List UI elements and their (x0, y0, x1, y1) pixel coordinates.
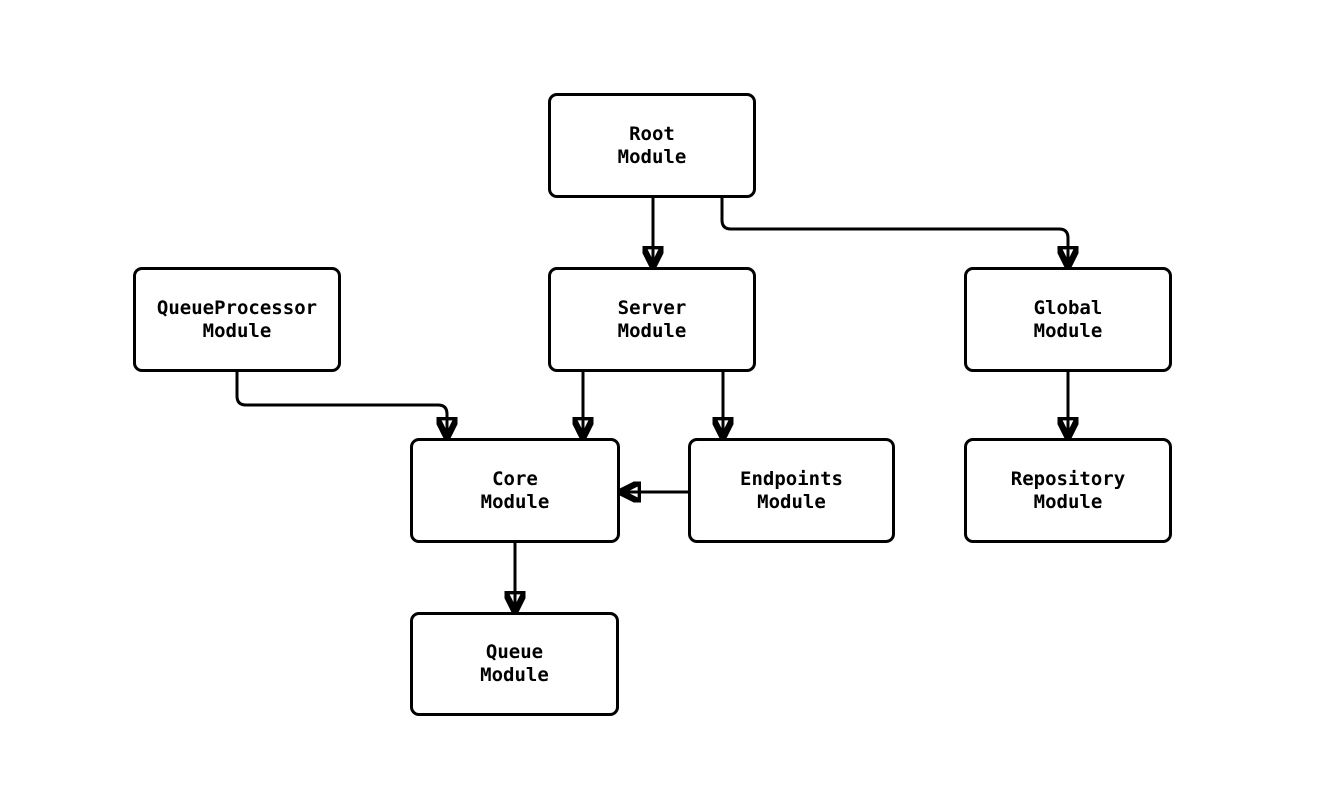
node-root-module: Root Module (548, 93, 756, 198)
node-endpoints-module: Endpoints Module (688, 438, 895, 543)
node-server-module-label: Server Module (617, 296, 687, 342)
edge-root-to-global (720, 198, 1068, 263)
node-root-module-label: Root Module (617, 122, 687, 168)
node-core-module-label: Core Module (480, 467, 550, 513)
node-queue-module-label: Queue Module (480, 641, 549, 686)
node-global-module: Global Module (964, 267, 1172, 372)
node-core-module: Core Module (410, 438, 620, 543)
node-repository-module: Repository Module (964, 438, 1172, 543)
node-repository-module-label: Repository Module (1010, 467, 1126, 513)
node-queue-module: Queue Module (410, 612, 619, 716)
edge-queueprocessor-to-core (235, 372, 447, 434)
node-global-module-label: Global Module (1033, 296, 1103, 342)
node-queueprocessor-module: QueueProcessor Module (133, 267, 341, 372)
node-server-module: Server Module (548, 267, 756, 372)
node-queueprocessor-module-label: QueueProcessor Module (156, 296, 318, 342)
node-endpoints-module-label: Endpoints Module (740, 467, 843, 513)
